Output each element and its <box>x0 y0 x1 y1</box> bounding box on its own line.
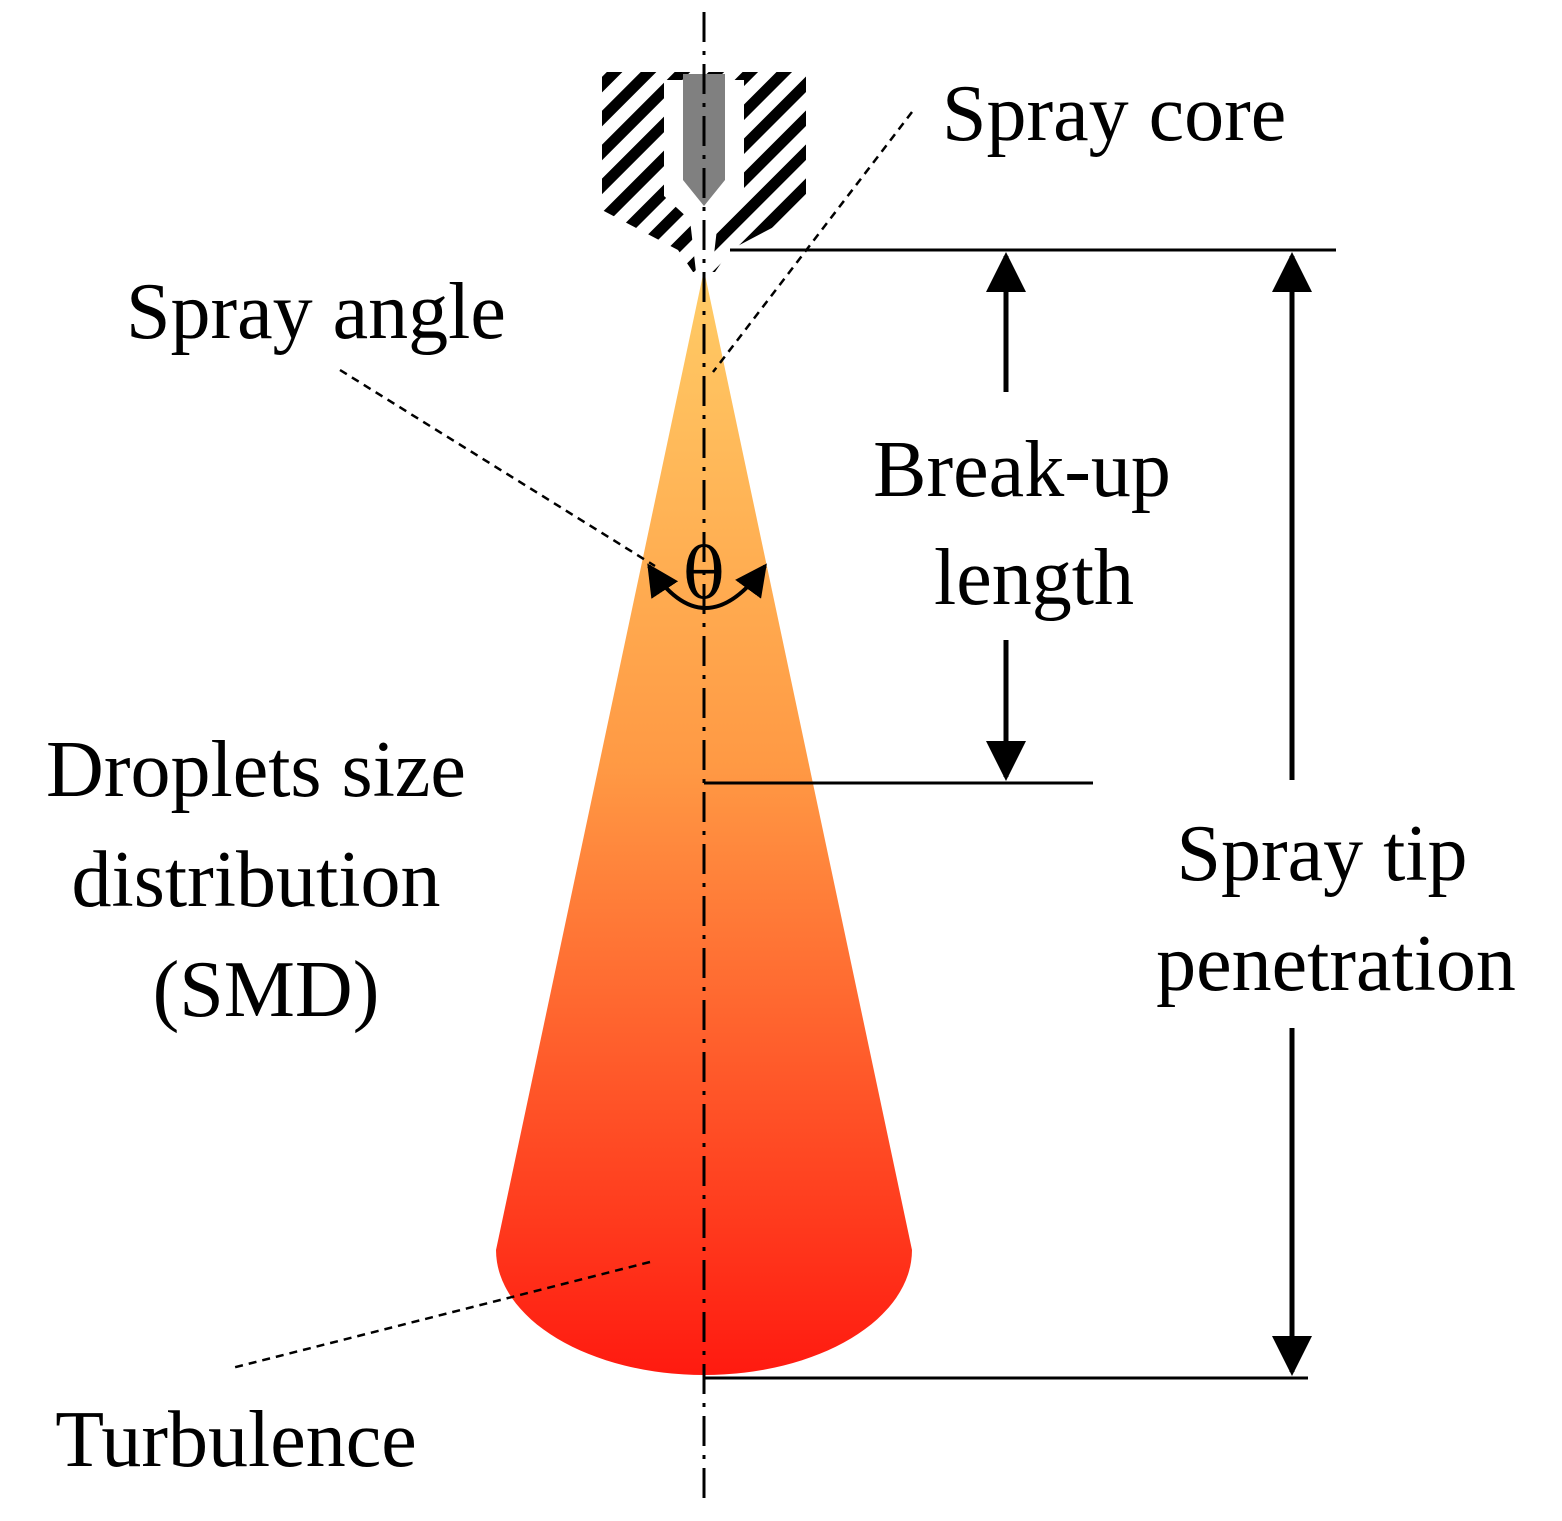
label-breakup-line1: Break-up <box>873 426 1171 514</box>
label-droplets-line3: (SMD) <box>153 946 380 1034</box>
label-spray-core: Spray core <box>942 70 1286 158</box>
label-spray-tip-line1: Spray tip <box>1176 810 1467 898</box>
spray-core-leader <box>712 111 913 373</box>
label-droplets-line2: distribution <box>72 836 441 924</box>
spray-angle-arc <box>647 563 767 610</box>
label-breakup-line2: length <box>934 534 1134 622</box>
spray-angle-leader <box>339 368 656 568</box>
label-spray-angle: Spray angle <box>126 268 506 356</box>
label-turbulence: Turbulence <box>55 1396 416 1484</box>
label-spray-tip-line2: penetration <box>1156 920 1516 1008</box>
label-droplets-line1: Droplets size <box>46 726 466 814</box>
spray-cone <box>496 270 912 1375</box>
label-theta: θ <box>683 533 725 615</box>
turbulence-leader <box>231 1260 651 1370</box>
